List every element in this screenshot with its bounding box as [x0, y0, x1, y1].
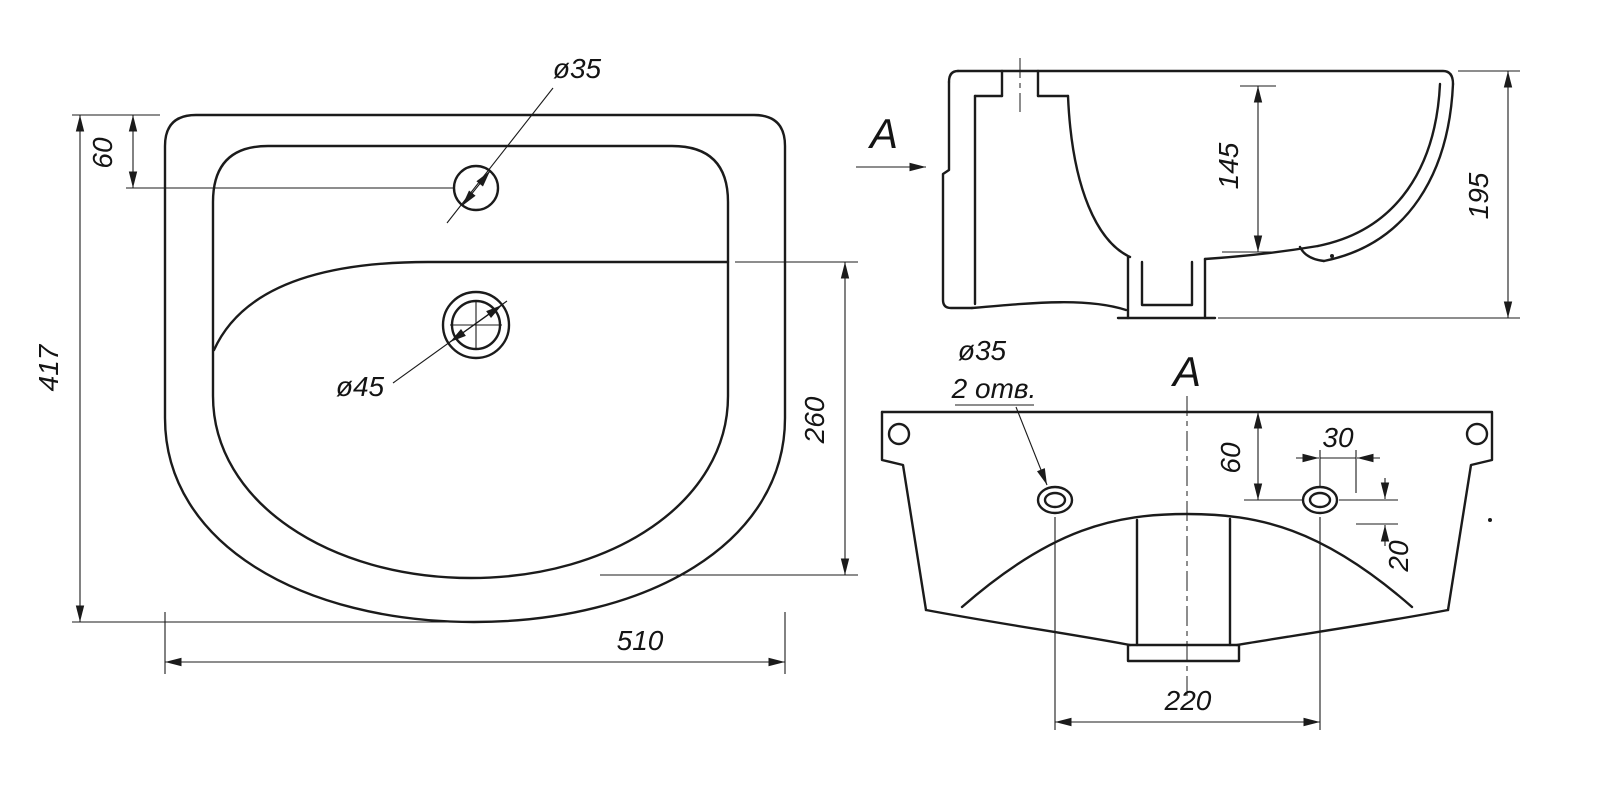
dim-510-label: 510	[617, 625, 664, 656]
rear-dimensions: ø35 2 отв. 60 30 20 220	[951, 335, 1414, 730]
leader-line	[1015, 406, 1048, 486]
section-deck-top	[956, 69, 1455, 86]
rear-mount-hole-left	[887, 422, 911, 446]
rear-faucet-hole-right-outer	[1301, 485, 1339, 515]
leader-line	[446, 87, 554, 224]
section-bowl-left	[1066, 94, 1132, 259]
plan-inner-rim	[211, 144, 730, 580]
section-front-lip	[1298, 245, 1326, 263]
rear-hole-count-label: 2 отв.	[951, 373, 1037, 404]
section-lip-dot	[1330, 254, 1334, 258]
dim-145-label: 145	[1213, 142, 1244, 189]
section-view-label: A	[867, 110, 898, 157]
rear-bottom-right-edge	[1235, 608, 1450, 647]
stray-dot	[1488, 518, 1492, 522]
section-drain-cup	[1140, 260, 1194, 307]
dim-417-label: 417	[33, 343, 64, 391]
rear-plate-right	[880, 410, 1494, 612]
rear-dim-220-label: 220	[1164, 685, 1212, 716]
dim-260-label: 260	[799, 396, 830, 444]
rear-mount-hole-right	[1465, 422, 1489, 446]
section-front-outer	[1322, 82, 1455, 263]
section-front-inner	[1316, 82, 1442, 248]
rear-faucet-hole-left-inner	[1043, 491, 1067, 509]
rear-dim-20-label: 20	[1383, 540, 1414, 573]
rear-dim-30-label: 30	[1322, 422, 1354, 453]
section-dimensions: A 145 195	[856, 70, 1520, 319]
plan-view	[163, 113, 787, 624]
section-view	[941, 58, 1455, 320]
rear-faucet-hole-right-inner	[1308, 491, 1332, 509]
leader-arrows	[449, 304, 503, 343]
section-deck-corner	[947, 69, 960, 84]
rear-faucet-hole-left-outer	[1036, 485, 1074, 515]
plan-drain-outer	[441, 290, 511, 360]
faucet-dia-label: ø35	[553, 53, 602, 84]
rear-view-title: A	[1170, 348, 1201, 395]
section-bowl-right	[1203, 244, 1320, 261]
plan-dimensions: 60 417 260 510 ø35 ø45	[33, 53, 858, 674]
dim-60-label: 60	[87, 137, 118, 169]
dim-195-label: 195	[1463, 172, 1494, 219]
rear-drain-flange	[1126, 643, 1241, 663]
rear-bottom-left-edge	[924, 608, 1132, 647]
rear-view: A	[880, 348, 1494, 696]
section-underside	[970, 301, 1128, 312]
rear-plate-left	[880, 410, 928, 612]
plan-outer-shell	[163, 113, 787, 624]
section-back-wall-outer	[941, 80, 974, 310]
drain-dia-label: ø45	[336, 371, 385, 402]
plan-faucet-hole	[452, 164, 500, 212]
rear-dim-60-label: 60	[1215, 442, 1246, 474]
leader-arrows	[461, 170, 491, 207]
plan-basin-edge	[212, 260, 730, 352]
rear-hole-dia-label: ø35	[958, 335, 1007, 366]
